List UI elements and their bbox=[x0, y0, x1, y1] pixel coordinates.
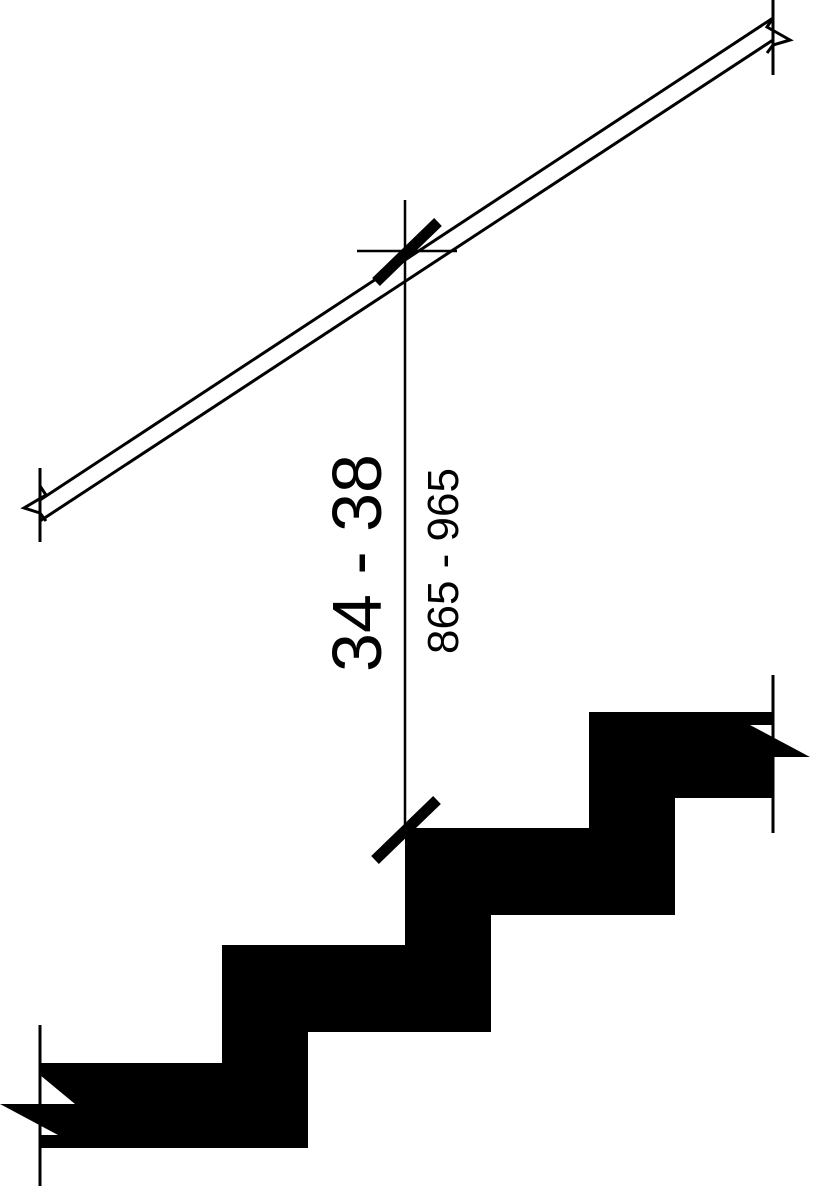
height-dimension bbox=[357, 200, 457, 864]
stair-break-lines bbox=[38, 675, 775, 1186]
handrail-break-marks bbox=[20, 0, 794, 542]
top-tick-mark bbox=[372, 218, 442, 286]
handrail-right-break-icon bbox=[764, 17, 794, 54]
dimension-mm-label: 865 - 965 bbox=[419, 468, 468, 654]
handrail bbox=[39, 16, 774, 523]
handrail-left-break-icon bbox=[20, 485, 49, 522]
handrail-bottom-edge bbox=[39, 38, 774, 523]
dimension-inches-label: 34 - 38 bbox=[318, 454, 396, 672]
stair-profile bbox=[0, 712, 810, 1148]
bottom-tick-mark bbox=[371, 796, 441, 864]
